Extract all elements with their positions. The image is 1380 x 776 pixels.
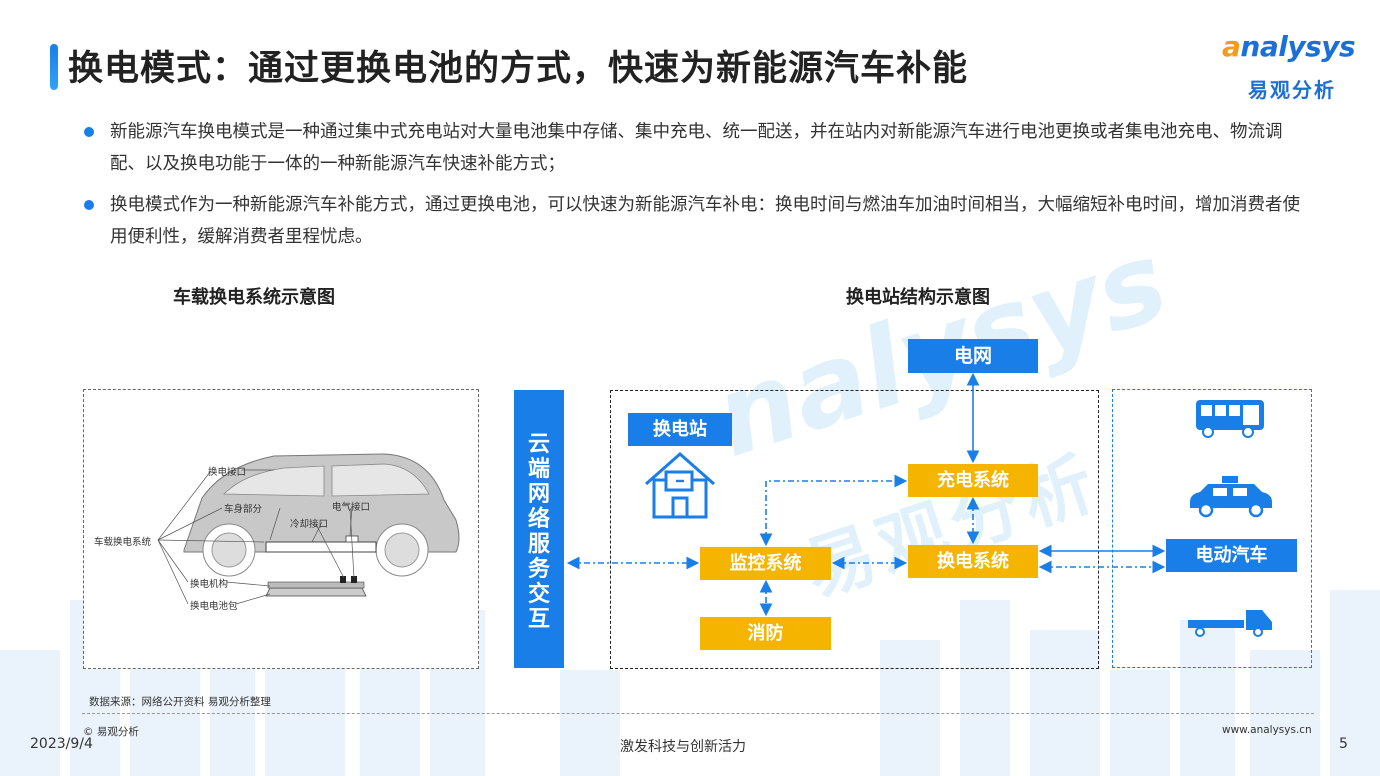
bullet-text-2: 换电模式作为一种新能源汽车补能方式，通过更换电池，可以快速为新能源汽车补电：换电… xyxy=(110,195,1300,247)
power-grid-box: 电网 xyxy=(908,339,1038,373)
swap-station-label: 换电站 xyxy=(628,413,732,446)
website-url[interactable]: www.analysys.cn xyxy=(1222,724,1312,736)
title-accent-bar xyxy=(50,44,58,90)
label-swap-mechanism: 换电机构 xyxy=(190,579,229,590)
label-vehicle-swap-system: 车载换电系统 xyxy=(94,537,152,548)
page-title: 换电模式：通过更换电池的方式，快速为新能源汽车补能 xyxy=(68,49,969,89)
cloud-network-service-bar: 云 端 网 络 服 务 交 互 xyxy=(514,390,564,668)
swap-station-container xyxy=(610,390,1099,669)
analysys-logo-cn: 易观分析 xyxy=(1248,78,1336,102)
label-battery-pack: 换电电池包 xyxy=(190,601,238,612)
label-electric-port: 电气接口 xyxy=(332,502,371,513)
swap-system-box: 换电系统 xyxy=(908,545,1038,578)
bullet-icon xyxy=(84,127,94,137)
label-body: 车身部分 xyxy=(224,504,263,515)
footer-divider xyxy=(82,713,1314,714)
bullet-icon xyxy=(84,200,94,210)
analysys-logo: analysys xyxy=(1222,30,1356,63)
electric-vehicle-box: 电动汽车 xyxy=(1166,539,1297,572)
page-number: 5 xyxy=(1339,736,1348,752)
slide-date: 2023/9/4 xyxy=(30,736,93,752)
label-cooling-port: 冷却接口 xyxy=(290,519,329,530)
car-illustration xyxy=(157,453,460,605)
charging-system-box: 充电系统 xyxy=(908,464,1038,497)
monitoring-system-box: 监控系统 xyxy=(700,547,831,580)
label-swap-port: 换电接口 xyxy=(208,467,247,478)
data-source-note: 数据来源：网络公开资料 易观分析整理 xyxy=(89,696,271,708)
fire-protection-box: 消防 xyxy=(700,617,831,650)
slogan-text: 激发科技与创新活力 xyxy=(620,739,746,755)
vehicle-container xyxy=(1112,389,1312,668)
vehicle-swap-diagram: 车载换电系统 换电接口 车身部分 电气接口 冷却接口 换电机构 换电电池包 xyxy=(83,389,479,669)
bullet-text-1: 新能源汽车换电模式是一种通过集中式充电站对大量电池集中存储、集中充电、统一配送，… xyxy=(110,122,1283,174)
right-diagram-title: 换电站结构示意图 xyxy=(846,287,990,308)
left-diagram-title: 车载换电系统示意图 xyxy=(173,287,335,308)
copyright-text: © 易观分析 xyxy=(83,726,139,738)
